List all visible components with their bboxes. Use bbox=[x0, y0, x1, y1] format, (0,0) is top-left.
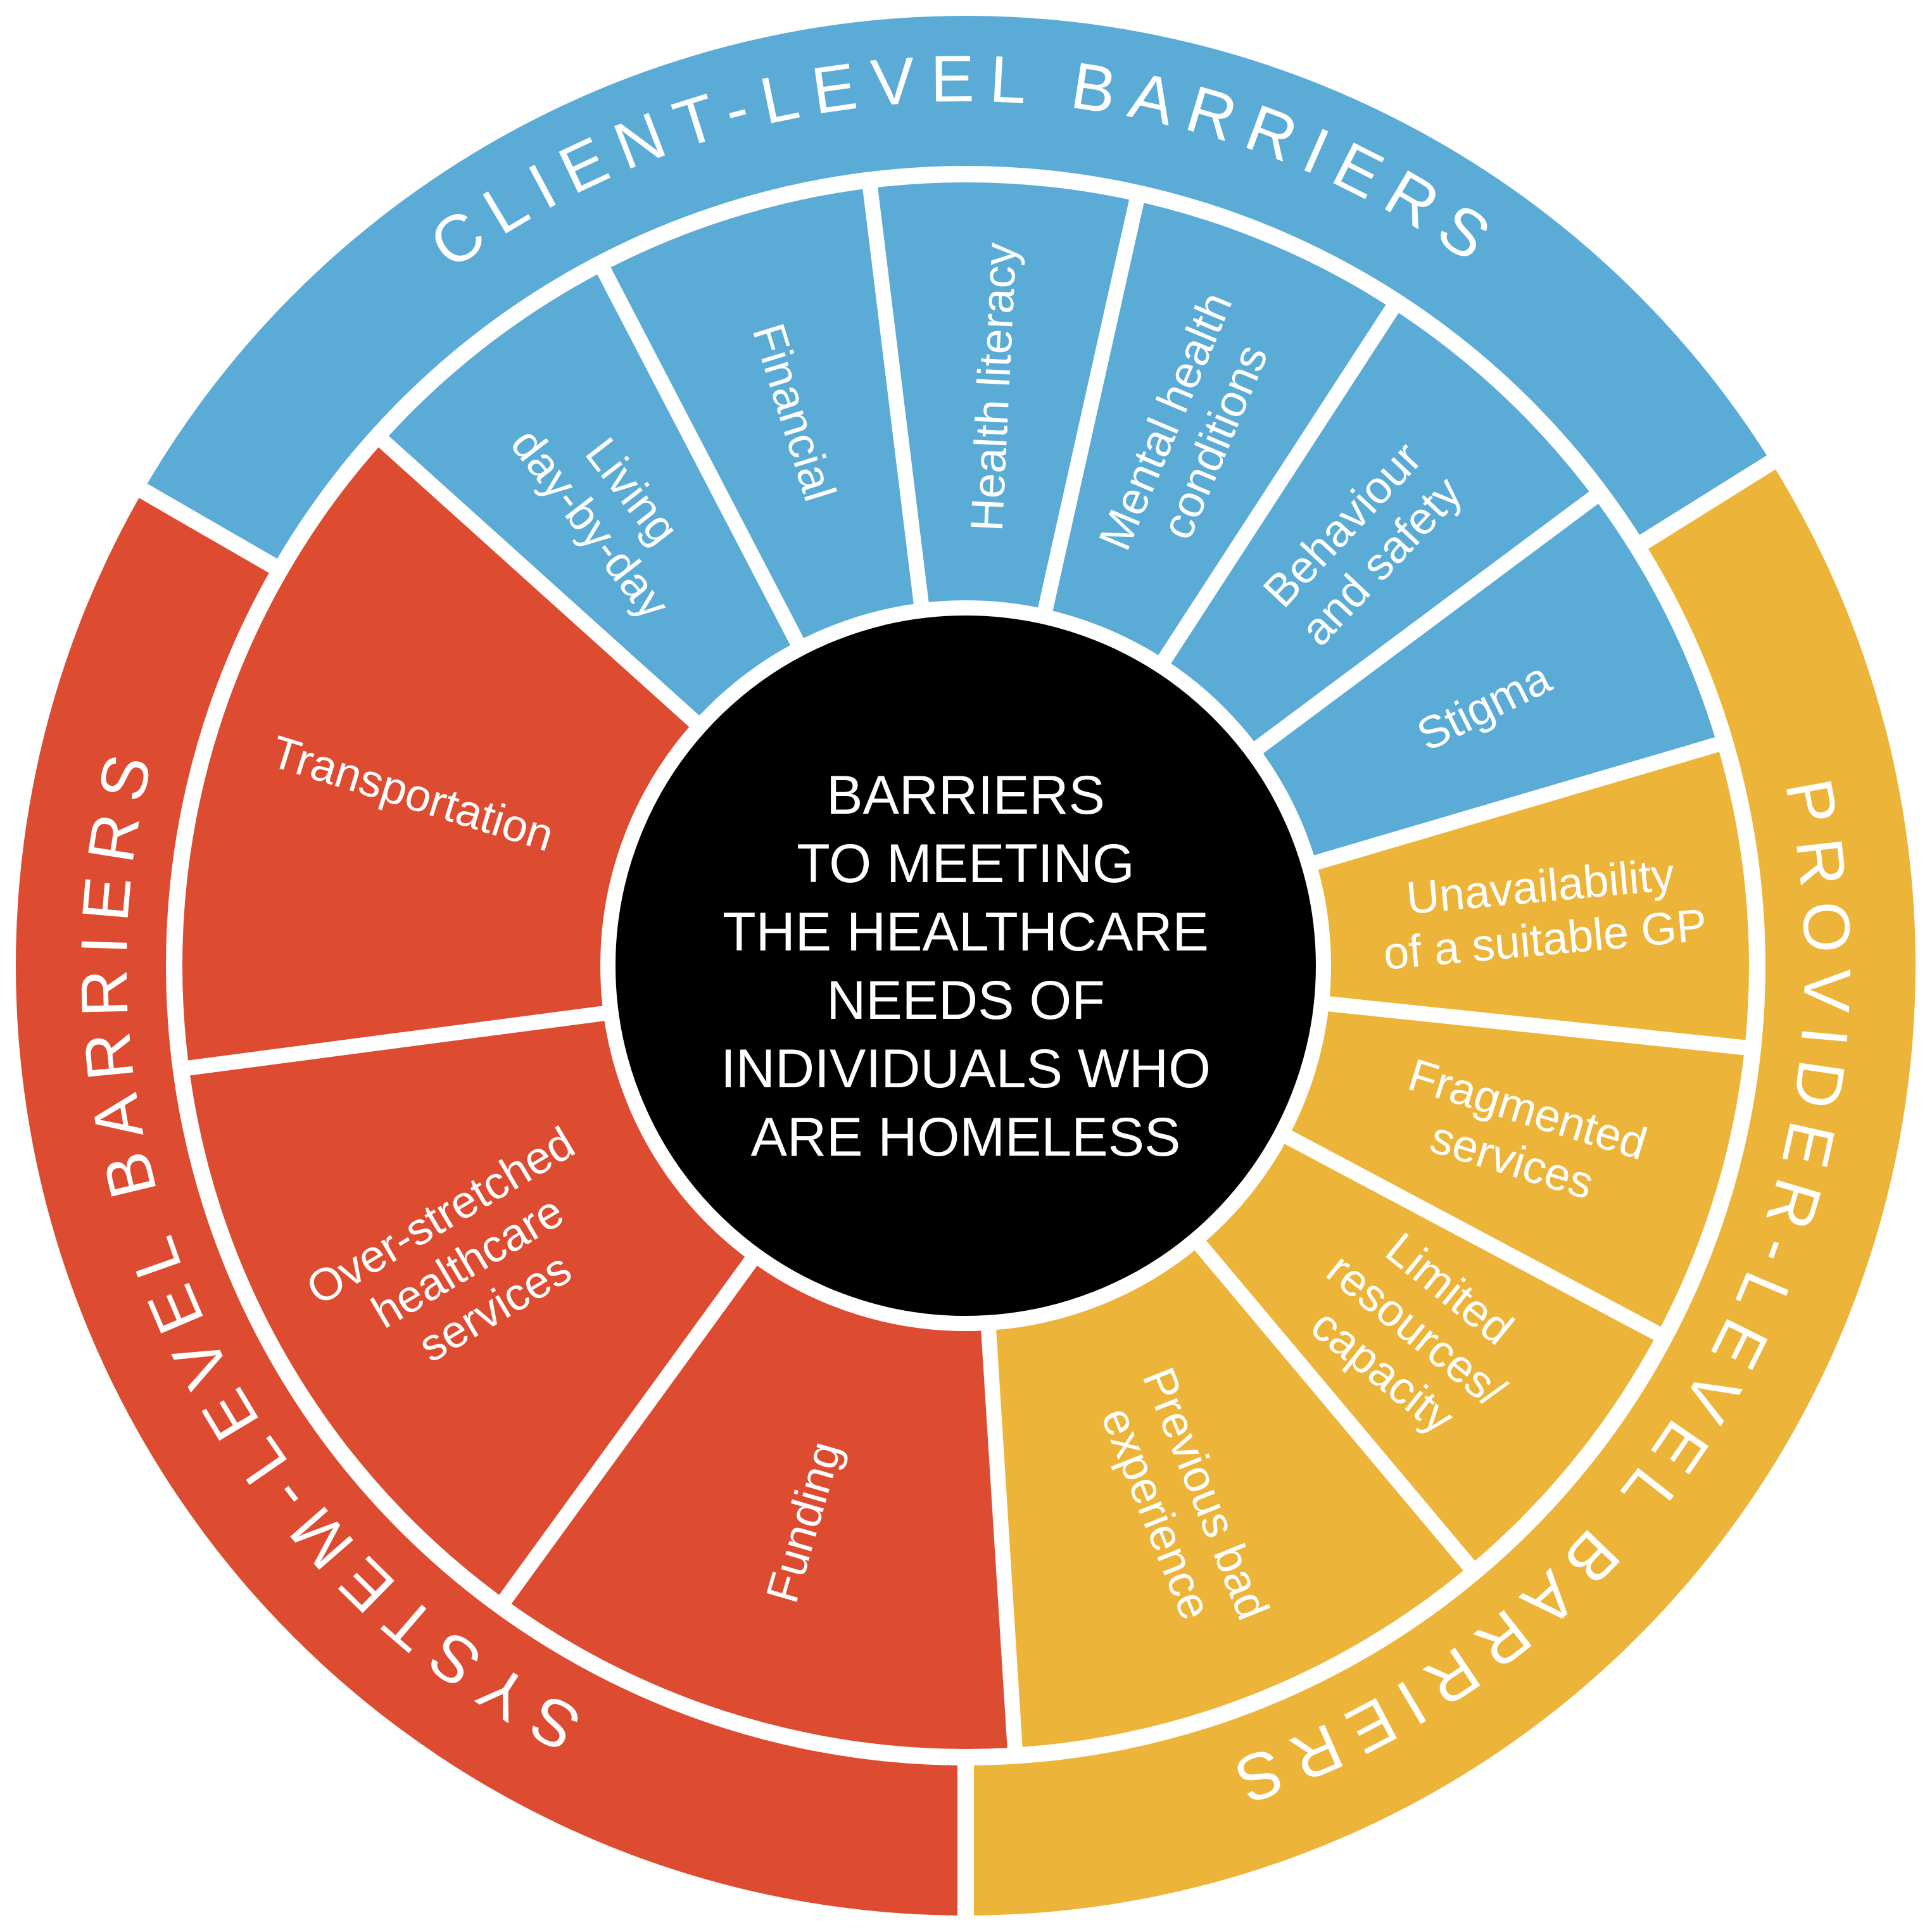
segment-financial bbox=[600, 180, 923, 648]
segment-divider bbox=[1154, 298, 1403, 670]
segment-divider bbox=[980, 1322, 1023, 1757]
segment-divider bbox=[1189, 1235, 1481, 1577]
segment-divider bbox=[1320, 995, 1754, 1056]
segment-divider bbox=[861, 179, 930, 612]
client-outer-band bbox=[142, 15, 1772, 571]
segment-over-stretched-healthcare-services bbox=[180, 1012, 755, 1607]
segment-fragmented-services bbox=[1281, 1003, 1753, 1337]
segment-living-day-by-day bbox=[377, 263, 801, 726]
segment-transportation bbox=[174, 436, 700, 1070]
segment-dividers bbox=[133, 166, 1781, 1922]
segment-divider bbox=[1278, 1127, 1669, 1344]
inner-ring bbox=[174, 174, 1757, 1757]
segment-divider bbox=[372, 430, 705, 732]
segment-limited-resources-capacity bbox=[1196, 1133, 1665, 1572]
segment-divider bbox=[180, 1004, 612, 1077]
segment-unavailability-of-a-suitable-gp bbox=[1309, 742, 1757, 1049]
system-outer-band bbox=[16, 491, 966, 1916]
segment-divider bbox=[494, 1251, 762, 1611]
segment-funding bbox=[500, 1255, 1016, 1757]
provider-outer-band bbox=[966, 462, 1916, 1916]
segment-divider bbox=[593, 260, 807, 652]
center-disc bbox=[600, 600, 1331, 1331]
band-divider bbox=[133, 480, 290, 581]
segment-divider bbox=[1247, 486, 1605, 758]
segment-mental-health-conditions bbox=[1044, 193, 1397, 666]
outer-ring bbox=[16, 15, 1916, 1916]
segment-divider bbox=[1306, 735, 1727, 872]
band-divider bbox=[1627, 451, 1781, 557]
segment-health-literacy bbox=[869, 174, 1139, 617]
segment-divider bbox=[1036, 191, 1146, 619]
segment-behaviour-and-safety bbox=[1160, 301, 1601, 752]
segment-previous-bad-experience bbox=[988, 1239, 1475, 1756]
